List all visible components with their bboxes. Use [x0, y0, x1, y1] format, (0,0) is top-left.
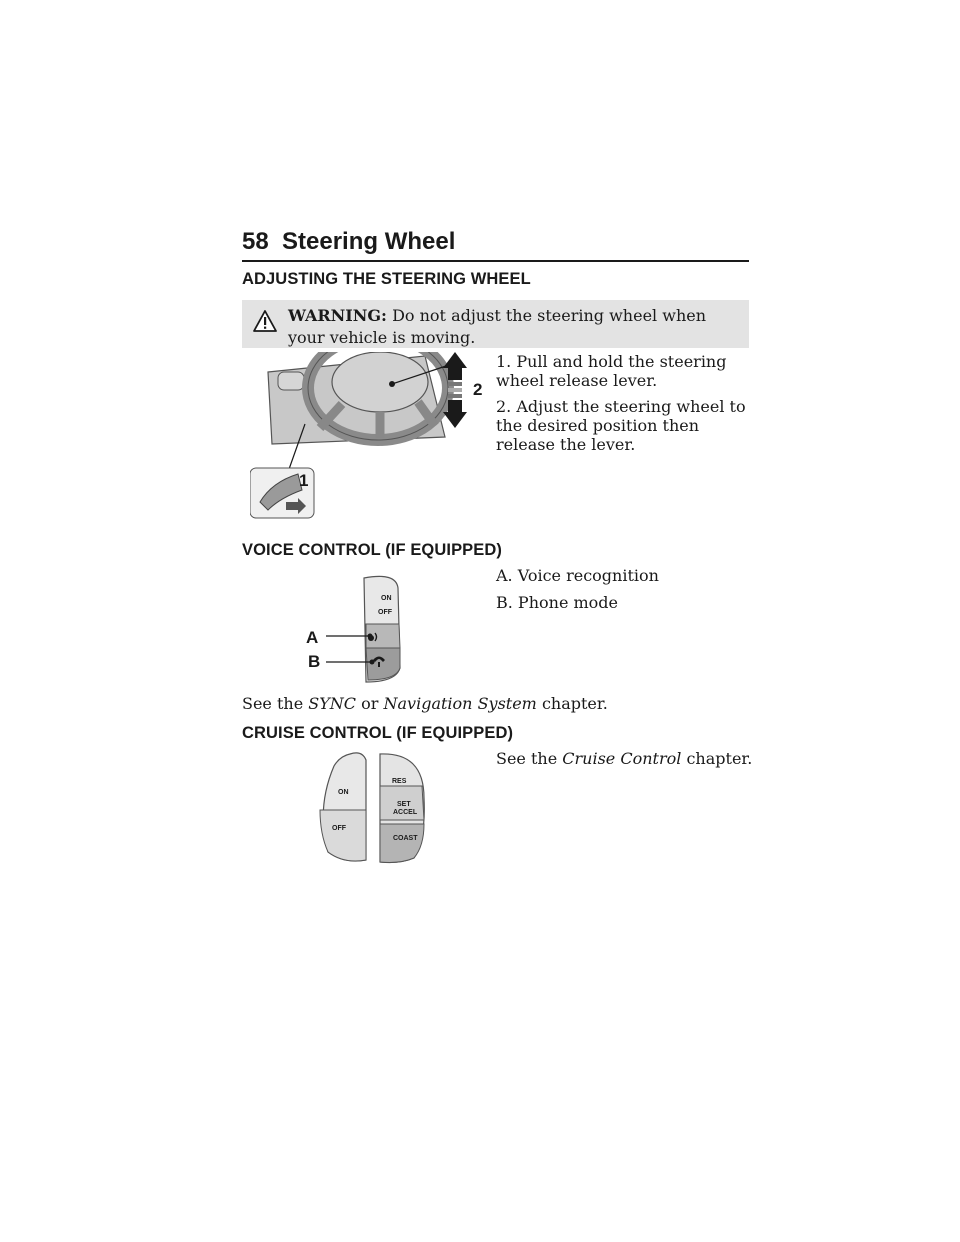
- warning-message: WARNING: Do not adjust the steering whee…: [288, 305, 740, 349]
- warning-triangle-icon: [253, 310, 277, 332]
- voice-control-figure: [326, 575, 401, 683]
- step-2: 2. Adjust the steering wheel to the desi…: [496, 397, 746, 454]
- voice-item-a: A. Voice recognition: [496, 566, 659, 585]
- phone-icon: [371, 652, 387, 668]
- warning-box: [242, 300, 749, 348]
- voice-switch-label-off: OFF: [378, 609, 392, 616]
- cruise-accel-button-label: ACCEL: [393, 809, 418, 816]
- cruise-res-button-label: RES: [392, 778, 407, 785]
- steering-wheel-figure: [250, 352, 467, 519]
- figure-callout-2: 2: [473, 380, 483, 399]
- cruise-control-figure: [319, 752, 425, 864]
- section-heading-voice: VOICE CONTROL (IF EQUIPPED): [242, 541, 502, 559]
- voice-control-list: A. Voice recognition B. Phone mode: [496, 566, 752, 620]
- cruise-chapter-ref: Cruise Control: [562, 749, 682, 768]
- warning-text: Do not adjust the steering wheel when yo…: [288, 306, 707, 347]
- see-suffix: chapter.: [686, 749, 753, 768]
- figure-callout-a: A: [306, 628, 319, 647]
- navigation-chapter-ref: Navigation System: [383, 694, 537, 713]
- figure-callout-1: 1: [299, 471, 309, 490]
- voice-recognition-icon: [366, 629, 380, 643]
- see-suffix: chapter.: [541, 694, 608, 713]
- section-heading-cruise: CRUISE CONTROL (IF EQUIPPED): [242, 724, 514, 742]
- voice-switch-label-on: ON: [381, 595, 392, 602]
- adjust-steps: 1. Pull and hold the steering wheel rele…: [496, 352, 752, 461]
- step-1: 1. Pull and hold the steering wheel rele…: [496, 352, 727, 390]
- cruise-coast-button-label: COAST: [393, 835, 418, 842]
- voice-see-chapter: See the SYNC or Navigation System chapte…: [242, 694, 608, 713]
- see-or: or: [361, 694, 379, 713]
- section-heading-adjusting: ADJUSTING THE STEERING WHEEL: [242, 270, 531, 288]
- figure-callout-b: B: [308, 652, 321, 671]
- chapter-title: Steering Wheel: [282, 228, 456, 255]
- see-prefix: See the: [496, 749, 558, 768]
- see-prefix: See the: [242, 694, 304, 713]
- cruise-off-button-label: OFF: [332, 825, 346, 832]
- warning-label: WARNING:: [288, 306, 387, 325]
- cruise-on-button-label: ON: [338, 789, 349, 796]
- cruise-see-chapter: See the Cruise Control chapter.: [496, 749, 752, 768]
- sync-chapter-ref: SYNC: [308, 694, 357, 713]
- cruise-set-button-label: SET: [397, 801, 411, 808]
- page-number: 58: [242, 228, 269, 255]
- header-rule: [242, 260, 749, 262]
- voice-item-b: B. Phone mode: [496, 593, 619, 612]
